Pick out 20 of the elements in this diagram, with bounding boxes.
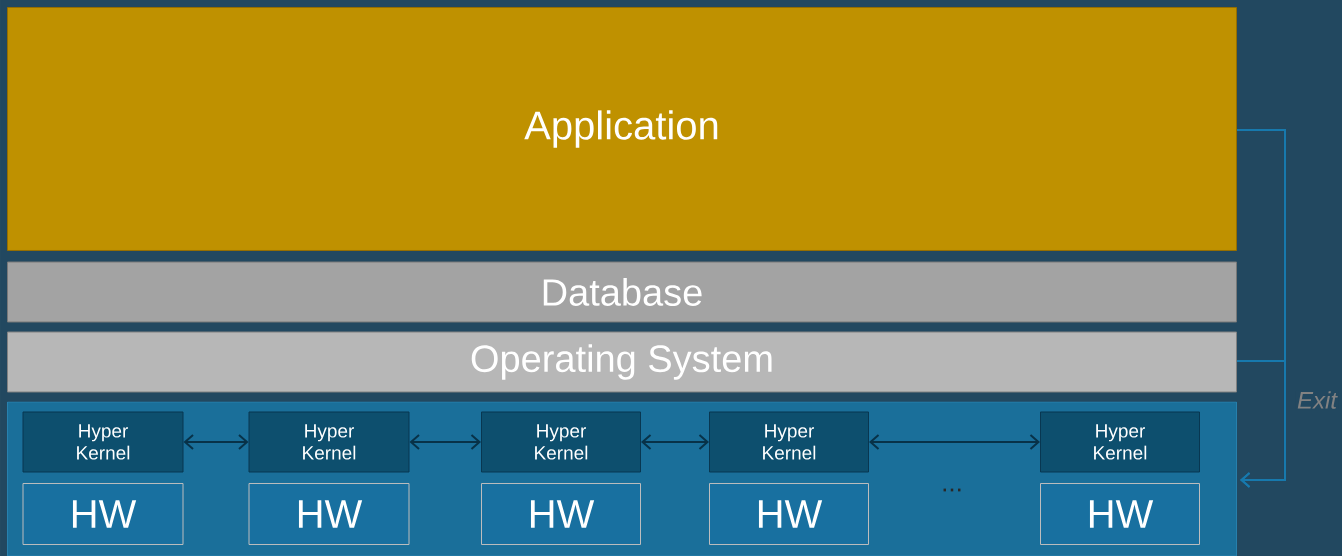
edge-label: Exit <box>1297 391 1338 409</box>
arrow <box>409 434 481 450</box>
arrow <box>1236 360 1286 488</box>
arrow <box>641 434 709 450</box>
hardware-box: HW <box>22 483 184 545</box>
arrow <box>183 434 249 450</box>
hardware-box: HW <box>1040 483 1200 545</box>
application-layer: Application <box>7 7 1237 251</box>
hardware-box: HW <box>709 483 869 545</box>
kernel-box: Hyper Kernel <box>248 411 410 473</box>
ellipsis: ... <box>943 488 961 492</box>
database-layer: Database <box>7 261 1237 323</box>
kernel-box: Hyper Kernel <box>22 411 184 473</box>
operating-system-layer: Operating System <box>7 331 1237 393</box>
hardware-box: HW <box>248 483 410 545</box>
kernel-box: Hyper Kernel <box>709 411 869 473</box>
arrow <box>869 434 1040 450</box>
kernel-box: Hyper Kernel <box>481 411 641 473</box>
hardware-box: HW <box>481 483 641 545</box>
kernel-box: Hyper Kernel <box>1040 411 1200 473</box>
